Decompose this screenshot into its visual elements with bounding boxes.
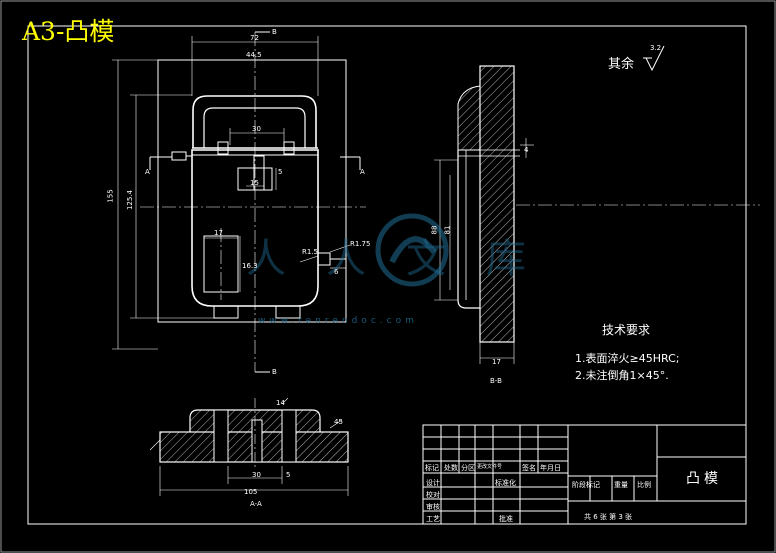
front-dimension-lines xyxy=(112,36,351,350)
tb-approve: 批准 xyxy=(499,515,513,523)
dim-72: 72 xyxy=(250,34,259,42)
dim-r1-75: R1.75 xyxy=(350,240,371,248)
dim-30: 30 xyxy=(252,125,261,133)
cut-mark-a-right: A xyxy=(360,168,365,176)
tb-weight: 重量 xyxy=(614,481,628,489)
watermark-graphic xyxy=(375,213,449,287)
tb-checker: 校对 xyxy=(426,491,440,499)
dim-17: 17 xyxy=(214,229,223,237)
surface-roughness-value: 3.2 xyxy=(650,44,662,52)
dim-16-3: 16.3 xyxy=(242,262,258,270)
surface-prefix: 其余 xyxy=(608,57,635,72)
roughness-symbol xyxy=(643,45,665,72)
tb-designer: 设计 xyxy=(426,479,440,487)
dim-14: 14 xyxy=(276,399,285,407)
dim-6: 6 xyxy=(334,268,339,276)
watermark-text: 人人文库 xyxy=(246,236,566,282)
dim-r1-5: R1.5 xyxy=(302,248,318,256)
cut-mark-a-left: A xyxy=(145,168,150,176)
tech-requirement-2: 2.未注倒角1×45°. xyxy=(575,369,669,382)
dim-81: 81 xyxy=(443,225,452,235)
tb-label-date: 年月日 xyxy=(540,464,561,472)
dim-30-aa: 30 xyxy=(252,471,261,479)
tb-process: 工艺 xyxy=(426,515,440,523)
dim-105: 105 xyxy=(244,488,258,496)
dim-5: 5 xyxy=(278,168,283,176)
tb-reviewer: 审核 xyxy=(426,503,440,511)
cut-lines xyxy=(149,31,361,373)
tb-stage: 阶段标记 xyxy=(572,481,600,489)
dim-4: 4 xyxy=(524,146,529,154)
tb-label-change-doc: 更改文件号 xyxy=(477,464,503,470)
tb-label-zone: 分区 xyxy=(461,464,475,472)
dim-17-side: 17 xyxy=(492,358,501,366)
tb-sheets: 共 6 张 第 3 张 xyxy=(584,513,633,521)
dim-44-5: 44.5 xyxy=(246,51,262,59)
tech-requirement-1: 1.表面淬火≥45HRC; xyxy=(575,352,680,365)
dim-155: 155 xyxy=(106,189,115,203)
tb-label-count: 处数 xyxy=(444,464,458,472)
tech-requirements-heading: 技术要求 xyxy=(602,323,651,337)
tb-standardization: 标准化 xyxy=(495,479,516,487)
tb-label-sign: 签名 xyxy=(522,464,536,472)
section-aa-label: A-A xyxy=(250,500,262,508)
inner-border xyxy=(27,25,747,525)
tb-scale: 比例 xyxy=(637,481,651,489)
section-bb-view xyxy=(434,65,760,364)
watermark-url: www.renrendoc.com xyxy=(258,316,418,326)
dim-88: 88 xyxy=(430,225,439,235)
section-bb-label: B-B xyxy=(490,377,502,385)
part-name: 凸模 xyxy=(686,471,722,487)
dim-125-4: 125.4 xyxy=(126,189,135,211)
sheet-title: A3-凸模 xyxy=(22,17,115,46)
tb-label-mark: 标记 xyxy=(425,464,439,472)
dim-45: 45 xyxy=(334,418,343,426)
cut-mark-b-top: B xyxy=(272,28,277,36)
cut-mark-b-bottom: B xyxy=(272,368,277,376)
dim-15: 15 xyxy=(250,179,259,187)
title-block xyxy=(422,424,747,525)
front-centerlines xyxy=(140,32,366,372)
dim-5-aa: 5 xyxy=(286,471,291,479)
section-aa-view xyxy=(149,397,349,496)
